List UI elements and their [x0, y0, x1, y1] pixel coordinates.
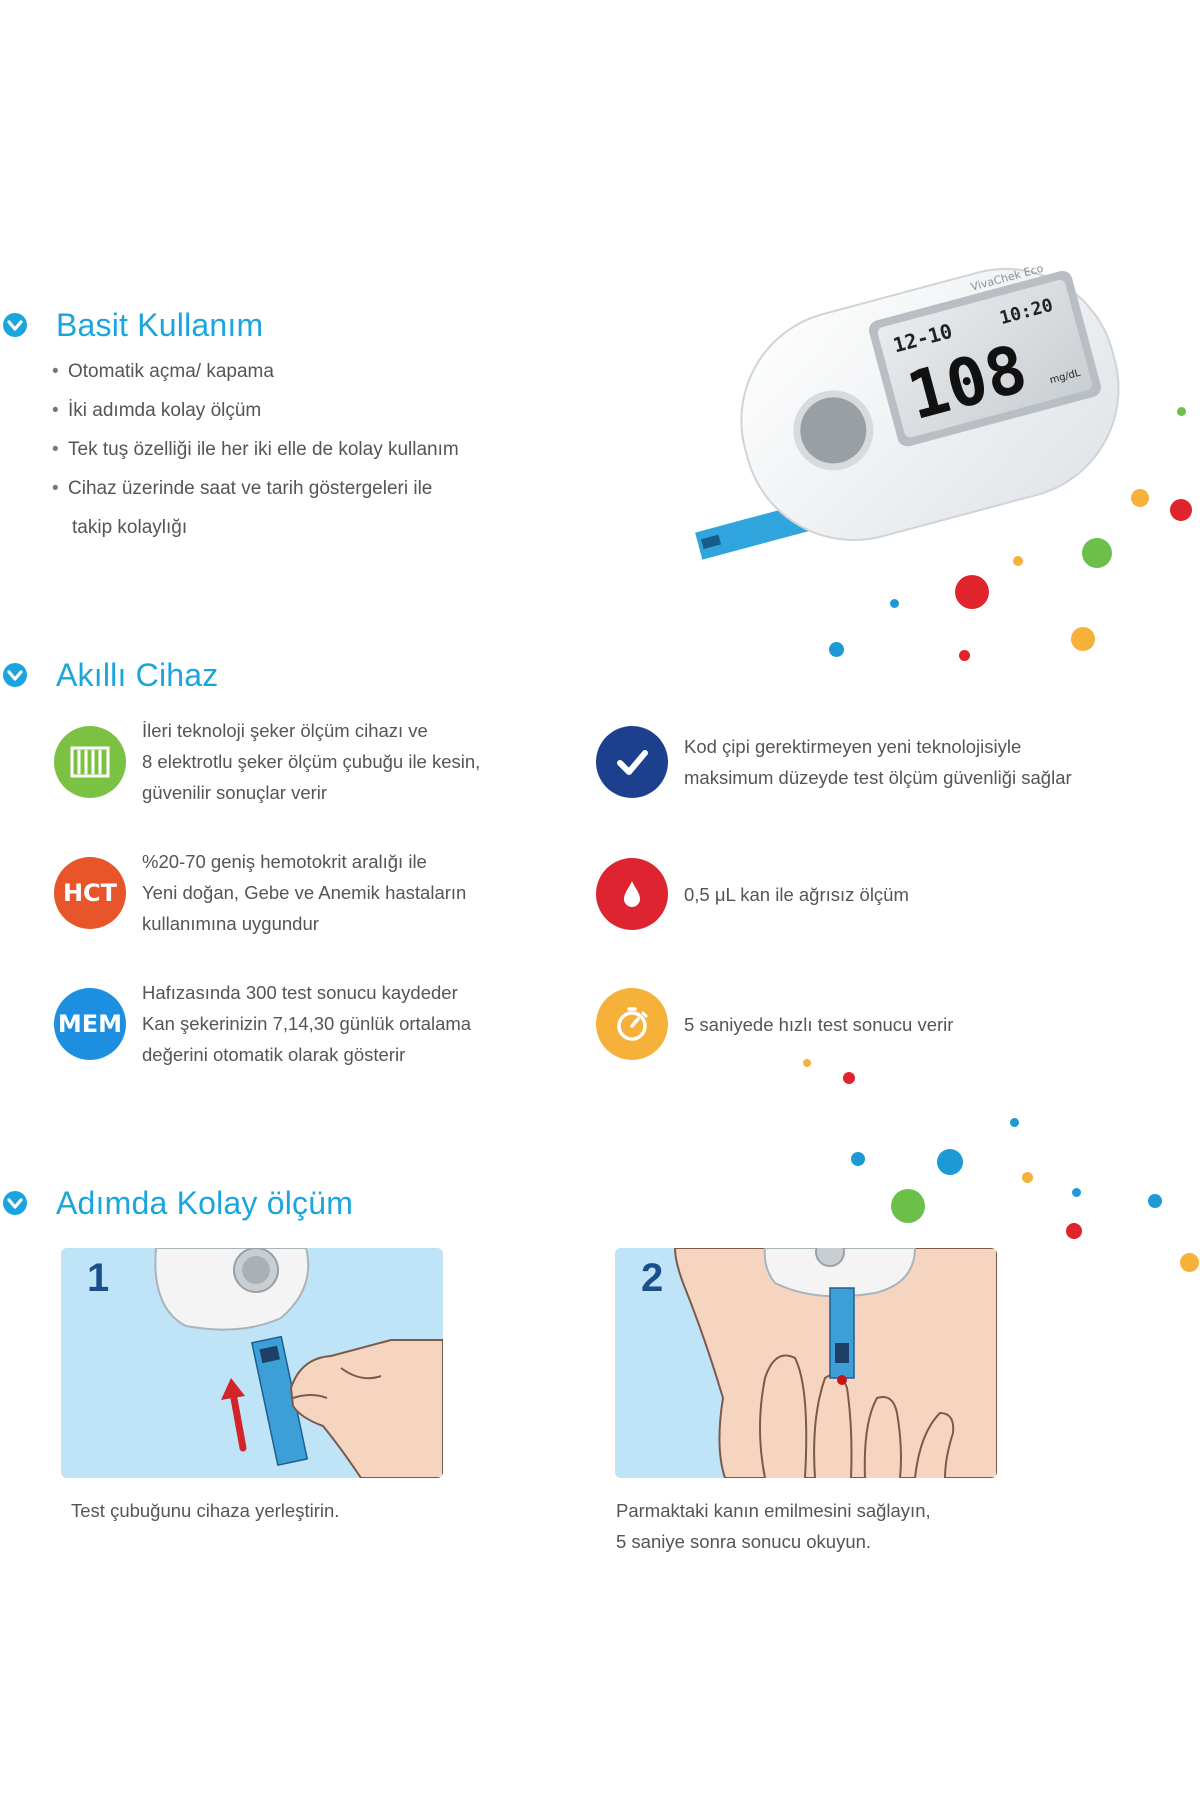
list-item: •Cihaz üzerinde saat ve tarih göstergele…: [52, 478, 433, 499]
timer-icon: [596, 988, 668, 1060]
insert-strip-illustration: [154, 1248, 443, 1478]
section-smart-heading: Akıllı Cihaz: [0, 653, 218, 697]
chevron-down-icon: [3, 313, 27, 337]
list-item: •Otomatik açma/ kapama: [52, 361, 274, 382]
feature-fast-result: 5 saniyede hızlı test sonucu verir: [596, 988, 953, 1060]
feature-blood-volume: 0,5 μL kan ile ağrısız ölçüm: [596, 858, 909, 930]
feature-text: Yeni doğan, Gebe ve Anemik hastaların: [142, 882, 467, 903]
step-1-card: 1: [61, 1248, 443, 1478]
basic-features-list: •Otomatik açma/ kapama •İki adımda kolay…: [52, 352, 459, 547]
feature-accuracy: İleri teknoloji şeker ölçüm cihazı ve 8 …: [54, 715, 480, 808]
chevron-down-icon: [3, 1191, 27, 1215]
section-basic-title: Basit Kullanım: [56, 306, 264, 343]
feature-text: Kan şekerinizin 7,14,30 günlük ortalama: [142, 1013, 472, 1034]
strip-electrode-icon: [54, 725, 126, 798]
feature-text: Hafızasında 300 test sonucu kaydeder: [142, 982, 458, 1003]
feature-text: İleri teknoloji şeker ölçüm cihazı ve: [142, 720, 428, 741]
feature-text: 5 saniyede hızlı test sonucu verir: [684, 1013, 954, 1035]
list-item-continuation: takip kolaylığı: [72, 517, 188, 538]
section-basic-heading: Basit Kullanım: [0, 303, 263, 347]
feature-text: maksimum düzeyde test ölçüm güvenliği sa…: [684, 767, 1072, 788]
step-number: 2: [641, 1256, 664, 1300]
feature-text: %20-70 geniş hemotokrit aralığı ile: [142, 851, 427, 872]
blood-drop-icon: [596, 858, 668, 930]
feature-text: Kod çipi gerektirmeyen yeni teknolojisiy…: [684, 736, 1022, 757]
section-steps-heading: Adımda Kolay ölçüm: [0, 1181, 353, 1225]
step-1-caption: Test çubuğunu cihaza yerleştirin.: [71, 1500, 340, 1521]
section-smart-title: Akıllı Cihaz: [56, 656, 219, 693]
feature-no-code: Kod çipi gerektirmeyen yeni teknolojisiy…: [596, 726, 1072, 798]
feature-text: güvenilir sonuçlar verir: [142, 782, 328, 803]
feature-text: kullanımına uygundur: [142, 913, 319, 934]
feature-hematocrit: HCT %20-70 geniş hemotokrit aralığı ile …: [54, 846, 466, 939]
mem-badge-icon: MEM: [54, 987, 126, 1060]
meter-button: [800, 397, 867, 464]
section-steps-title: Adımda Kolay ölçüm: [56, 1184, 354, 1221]
step-2-caption: Parmaktaki kanın emilmesini sağlayın, 5 …: [616, 1500, 931, 1552]
list-item: •İki adımda kolay ölçüm: [52, 400, 262, 421]
feature-text: 0,5 μL kan ile ağrısız ölçüm: [684, 883, 909, 905]
feature-text: değerini otomatik olarak gösterir: [142, 1044, 406, 1065]
meter-screen: [877, 279, 1093, 438]
checkmark-icon: [596, 726, 668, 798]
chevron-down-icon: [3, 663, 27, 687]
step-2-card: 2: [615, 1248, 997, 1478]
feature-text: 8 elektrotlu şeker ölçüm çubuğu ile kesi…: [142, 751, 481, 772]
feature-memory: MEM Hafızasında 300 test sonucu kaydeder…: [54, 977, 471, 1070]
hct-badge-icon: HCT: [54, 856, 126, 929]
step-number: 1: [87, 1256, 110, 1300]
list-item: •Tek tuş özelliği ile her iki elle de ko…: [52, 439, 459, 460]
blood-sample-illustration: [673, 1248, 997, 1478]
glucose-meter-illustration: 12-10 10:20 108 mg/dL VivaChek Eco: [695, 262, 1120, 560]
